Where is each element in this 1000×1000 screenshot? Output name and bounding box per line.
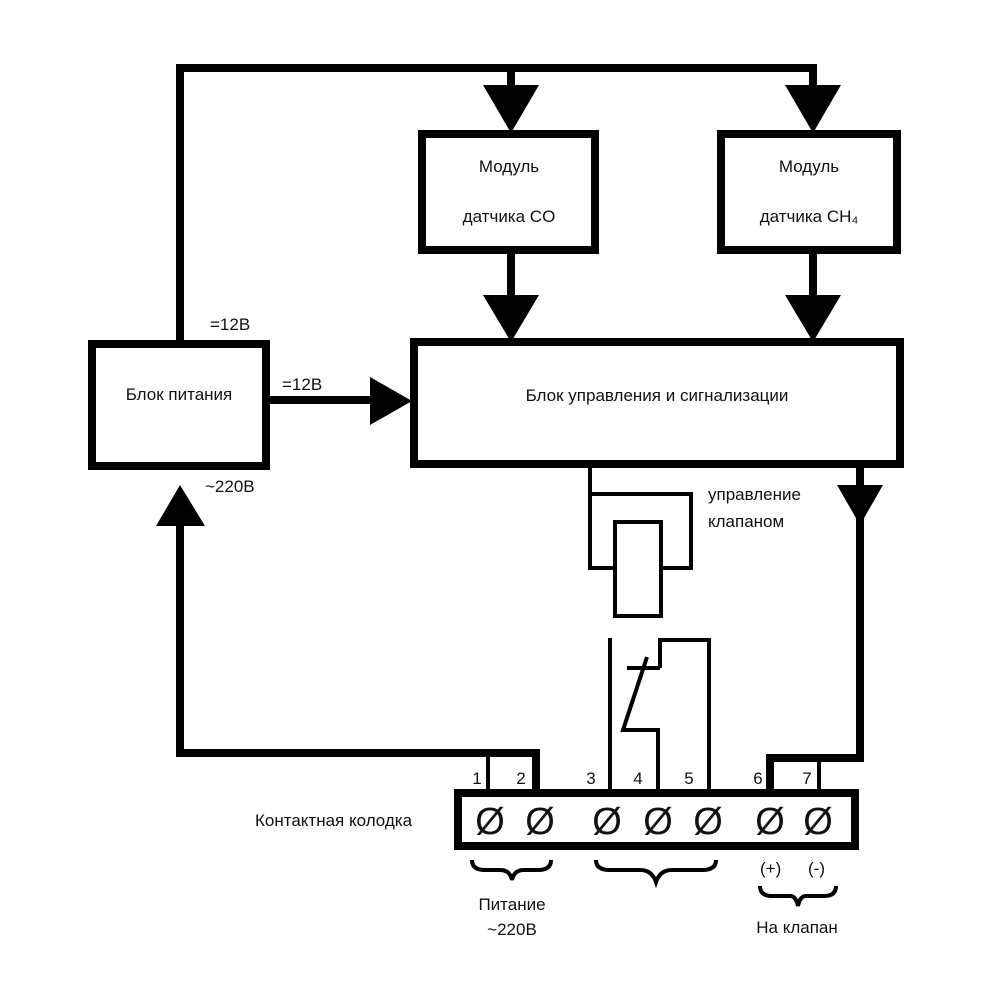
arrow-to-ch4-sensor xyxy=(785,85,841,133)
terminal-number-4: 4 xyxy=(633,769,642,788)
arrow-to-co-sensor xyxy=(483,85,539,133)
terminal-screw-7[interactable]: Ø xyxy=(803,801,833,843)
wire-valve-control xyxy=(766,460,864,794)
terminal-block xyxy=(454,789,859,850)
valve-control-label-1: управление xyxy=(708,485,801,504)
terminal-number-7: 7 xyxy=(802,769,811,788)
valve-plus-label: (+) xyxy=(760,859,781,878)
terminal-number-6: 6 xyxy=(753,769,762,788)
terminal-number-3: 3 xyxy=(586,769,595,788)
relay-switch-lever xyxy=(620,656,660,790)
power-supply-label: Блок питания xyxy=(126,385,233,404)
wire-ac-input xyxy=(176,522,540,794)
valve-control-label-2: клапаном xyxy=(708,512,784,531)
contact-terminal-5 xyxy=(658,638,711,790)
control-unit-label: Блок управления и сигнализации xyxy=(526,386,789,405)
terminal-screw-5[interactable]: Ø xyxy=(693,801,723,843)
ch4-sensor-label-1: Модуль xyxy=(779,157,839,176)
terminal-screw-4[interactable]: Ø xyxy=(643,801,673,843)
terminal-number-2: 2 xyxy=(516,769,525,788)
valve-group-label: На клапан xyxy=(756,918,838,937)
terminal-screw-3[interactable]: Ø xyxy=(592,801,622,843)
terminal-screw-1[interactable]: Ø xyxy=(475,801,505,843)
brace-power xyxy=(470,859,553,881)
terminal-number-5: 5 xyxy=(684,769,693,788)
co-sensor-label-2: датчика CO xyxy=(463,207,556,226)
ch4-sensor-label-2: датчика CH₄ xyxy=(760,207,859,226)
dc-12v-top-label: =12В xyxy=(210,315,250,334)
valve-minus-label: (-) xyxy=(808,859,825,878)
relay-coil xyxy=(613,520,663,618)
relay-coil-frame-right xyxy=(590,492,693,570)
power-group-label-1: Питание xyxy=(478,895,545,914)
arrow-power-to-control xyxy=(370,377,412,425)
terminal-screw-6[interactable]: Ø xyxy=(755,801,785,843)
relay-coil-frame xyxy=(588,464,615,570)
brace-valve xyxy=(758,885,838,907)
wire-power-to-sensors xyxy=(176,64,817,349)
arrow-ac-to-power xyxy=(156,485,205,526)
ac-220v-label: ~220В xyxy=(205,477,255,496)
arrow-valve-control xyxy=(837,485,883,525)
arrow-ch4-to-control xyxy=(785,295,841,342)
control-signaling-unit xyxy=(410,338,904,468)
arrow-co-to-control xyxy=(483,295,539,342)
power-group-label-2: ~220В xyxy=(487,920,537,939)
power-supply-block xyxy=(88,340,270,470)
terminal-block-label: Контактная колодка xyxy=(255,811,413,830)
brace-contacts xyxy=(594,859,718,889)
dc-12v-right-label: =12В xyxy=(282,375,322,394)
co-sensor-module xyxy=(418,130,599,254)
co-sensor-label-1: Модуль xyxy=(479,157,539,176)
terminal-number-1: 1 xyxy=(472,769,481,788)
terminal-screws: Ø Ø Ø Ø Ø Ø Ø xyxy=(475,801,833,843)
terminal-screw-2[interactable]: Ø xyxy=(525,801,555,843)
ch4-sensor-module xyxy=(717,130,901,254)
